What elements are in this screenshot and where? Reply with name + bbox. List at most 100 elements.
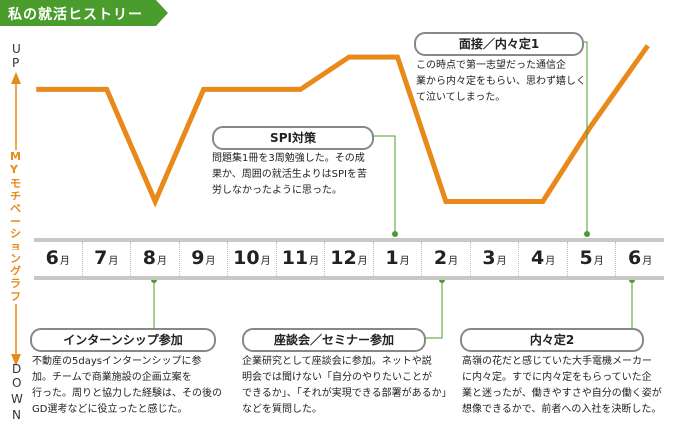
callout-interview: 面接／内々定1 この時点で第一志望だった通信企 業から内々定をもらい、思わず嬉し… xyxy=(412,32,657,112)
callout-text-line: GD選考などに役立ったと感じた。 xyxy=(32,404,188,415)
callout-naitei2-body: 高嶺の花だと感じていた大手電機メーカー に内々定。すでに内々定をもらっていた企 … xyxy=(462,354,662,418)
month-number: 12 xyxy=(330,247,357,269)
callout-naitei2: 内々定2 高嶺の花だと感じていた大手電機メーカー に内々定。すでに内々定をもらっ… xyxy=(460,328,676,428)
month-number: 10 xyxy=(233,247,260,269)
callout-text-line: 不動産の5daysインターンシップに参 xyxy=(32,356,202,367)
axis-vertical-char: グ xyxy=(10,262,21,279)
month-unit: 月 xyxy=(399,256,410,267)
month-number: 6 xyxy=(628,247,642,269)
callout-text-line: 労しなかったように思った。 xyxy=(212,185,342,196)
axis-vertical-char: M xyxy=(10,150,21,163)
callout-text-line: できるか」、「それが実現できる部署があるか」 xyxy=(242,388,452,399)
month-unit: 月 xyxy=(496,256,507,267)
axis-vertical-char: ー xyxy=(10,212,21,229)
month-unit: 月 xyxy=(156,256,167,267)
callout-text-line: などを質問した。 xyxy=(242,404,322,415)
callout-text-line: 問題集1冊を3周勉強した。その成 xyxy=(212,153,365,164)
axis-up-p: P xyxy=(12,56,20,70)
title-banner: 私の就活ヒストリー xyxy=(0,0,168,26)
leader-spi-dot xyxy=(392,231,398,237)
callout-seminar: 座談会／セミナー参加 企業研究として座談会に参加。ネットや説 明会では聞けない「… xyxy=(240,328,460,428)
callout-text-line: に内々定。すでに内々定をもらっていた企 xyxy=(462,372,652,383)
month-unit: 月 xyxy=(642,256,653,267)
axis-arrow-down xyxy=(11,354,21,366)
month-number: 1 xyxy=(385,247,399,269)
callout-internship: インターンシップ参加 不動産の5daysインターンシップに参 加。チームで商業施… xyxy=(30,328,240,428)
axis-down-n: N xyxy=(12,408,21,422)
month-number: 2 xyxy=(433,247,448,269)
callout-text-line: 企業研究として座談会に参加。ネットや説 xyxy=(242,356,432,367)
axis-vertical-char: ン xyxy=(10,250,21,266)
leader-spi-line xyxy=(370,135,396,234)
month-unit: 月 xyxy=(309,256,320,267)
callout-text-line: 高嶺の花だと感じていた大手電機メーカー xyxy=(462,356,652,367)
month-unit: 月 xyxy=(448,256,459,267)
month-number: 5 xyxy=(579,247,593,269)
callout-text-line: この時点で第一志望だった通信企 xyxy=(416,60,566,71)
page-title: 私の就活ヒストリー xyxy=(8,7,143,23)
month-unit: 月 xyxy=(205,256,216,267)
month-number: 9 xyxy=(191,247,205,269)
axis-down-d: D xyxy=(12,362,22,376)
axis-vertical-char: ラ xyxy=(10,275,21,291)
month-number: 6 xyxy=(45,247,59,269)
month-unit: 月 xyxy=(545,256,556,267)
axis-up-u: U xyxy=(12,42,21,56)
month-number: 3 xyxy=(482,247,496,269)
month-unit: 月 xyxy=(108,256,119,267)
month-unit: 月 xyxy=(59,256,70,267)
callout-interview-body: この時点で第一志望だった通信企 業から内々定をもらい、思わず嬉しく て泣いてしま… xyxy=(416,58,586,106)
callout-text-line: 果か、周囲の就活生よりはSPIを苦 xyxy=(212,169,367,180)
month-number: 7 xyxy=(94,247,108,269)
month-number: 4 xyxy=(530,247,545,269)
callout-spi: SPI対策 問題集1冊を3周勉強した。その成 果か、周囲の就活生よりはSPIを苦… xyxy=(210,126,400,206)
callout-text-line: 業と迷ったが、働きやすさや自分の働く姿が xyxy=(462,388,662,399)
axis-vertical-char: ベ xyxy=(10,200,21,216)
callout-text-line: て泣いてしまった。 xyxy=(416,92,506,103)
month-unit: 月 xyxy=(593,256,604,267)
month-unit: 月 xyxy=(260,256,271,267)
leader-seminar-line xyxy=(422,280,443,339)
axis-vertical-char: フ xyxy=(10,287,21,304)
axis-down-o: O xyxy=(12,376,22,390)
callout-seminar-label: 座談会／セミナー参加 xyxy=(242,328,426,352)
callout-spi-body: 問題集1冊を3周勉強した。その成 果か、周囲の就活生よりはSPIを苦 労しなかっ… xyxy=(212,151,367,199)
callout-text-line: 明会では聞けない「自分のやりたいことが xyxy=(242,372,432,383)
axis-vertical-char: シ xyxy=(10,225,21,241)
axis-down-w: W xyxy=(11,392,23,406)
callout-text-line: 行った。周りと協力した経験は、その後の xyxy=(32,388,222,399)
motivation-line xyxy=(36,44,650,208)
callout-interview-label: 面接／内々定1 xyxy=(414,32,584,56)
axis-vertical-char: ョ xyxy=(10,237,21,254)
callout-seminar-body: 企業研究として座談会に参加。ネットや説 明会では聞けない「自分のやりたいことが … xyxy=(242,354,452,418)
callout-text-line: 業から内々定をもらい、思わず嬉しく xyxy=(416,76,586,87)
callout-internship-body: 不動産の5daysインターンシップに参 加。チームで商業施設の企画立案を 行った… xyxy=(32,354,222,418)
month-number: 11 xyxy=(281,247,309,269)
axis-vertical-char: Y xyxy=(10,162,18,176)
leader-interview-dot xyxy=(584,231,590,237)
month-unit: 月 xyxy=(357,256,368,267)
callout-text-line: 加。チームで商業施設の企画立案を xyxy=(32,372,192,383)
axis-vertical-char: チ xyxy=(10,187,21,204)
month-number: 8 xyxy=(142,247,156,269)
axis-vertical-char: モ xyxy=(10,175,21,191)
callout-naitei2-label: 内々定2 xyxy=(460,328,644,352)
axis-arrow-up xyxy=(11,72,21,84)
title-banner-shape xyxy=(0,0,168,26)
callout-spi-label: SPI対策 xyxy=(212,126,374,150)
callout-internship-label: インターンシップ参加 xyxy=(30,328,216,352)
